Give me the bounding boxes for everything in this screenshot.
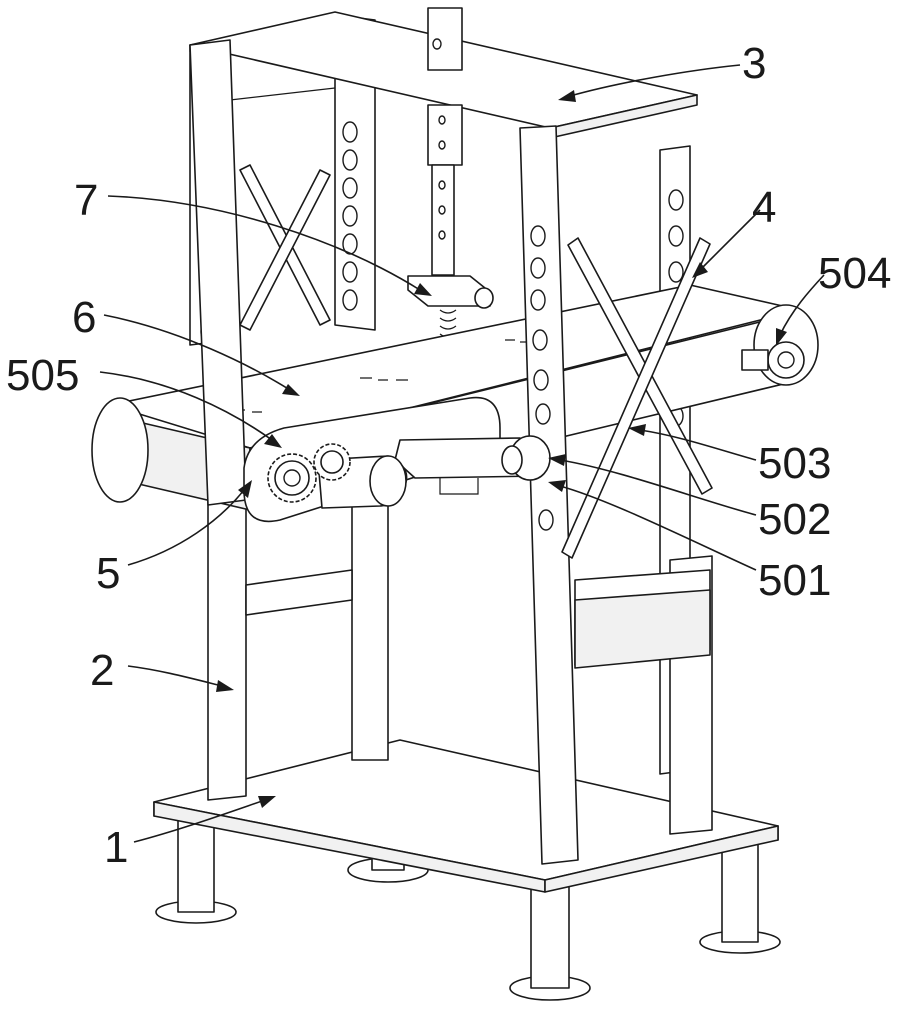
callout-3: 3	[742, 39, 766, 88]
rear-cross-brace	[240, 165, 330, 330]
gear-left	[268, 454, 316, 502]
callout-6: 6	[72, 293, 96, 342]
press-assembly	[408, 105, 493, 345]
foot-front-left	[510, 880, 590, 1000]
callout-5: 5	[96, 549, 120, 598]
callout-4: 4	[752, 183, 776, 232]
top-post	[428, 8, 462, 70]
callout-504: 504	[818, 249, 891, 298]
callout-502: 502	[758, 495, 831, 544]
gear-right	[314, 444, 350, 480]
callout-7: 7	[74, 176, 98, 225]
callout-503: 503	[758, 439, 831, 488]
front-right-column	[520, 126, 578, 864]
callout-501: 501	[758, 556, 831, 605]
callout-2: 2	[90, 646, 114, 695]
callout-505: 505	[6, 351, 79, 400]
callout-1: 1	[104, 823, 128, 872]
